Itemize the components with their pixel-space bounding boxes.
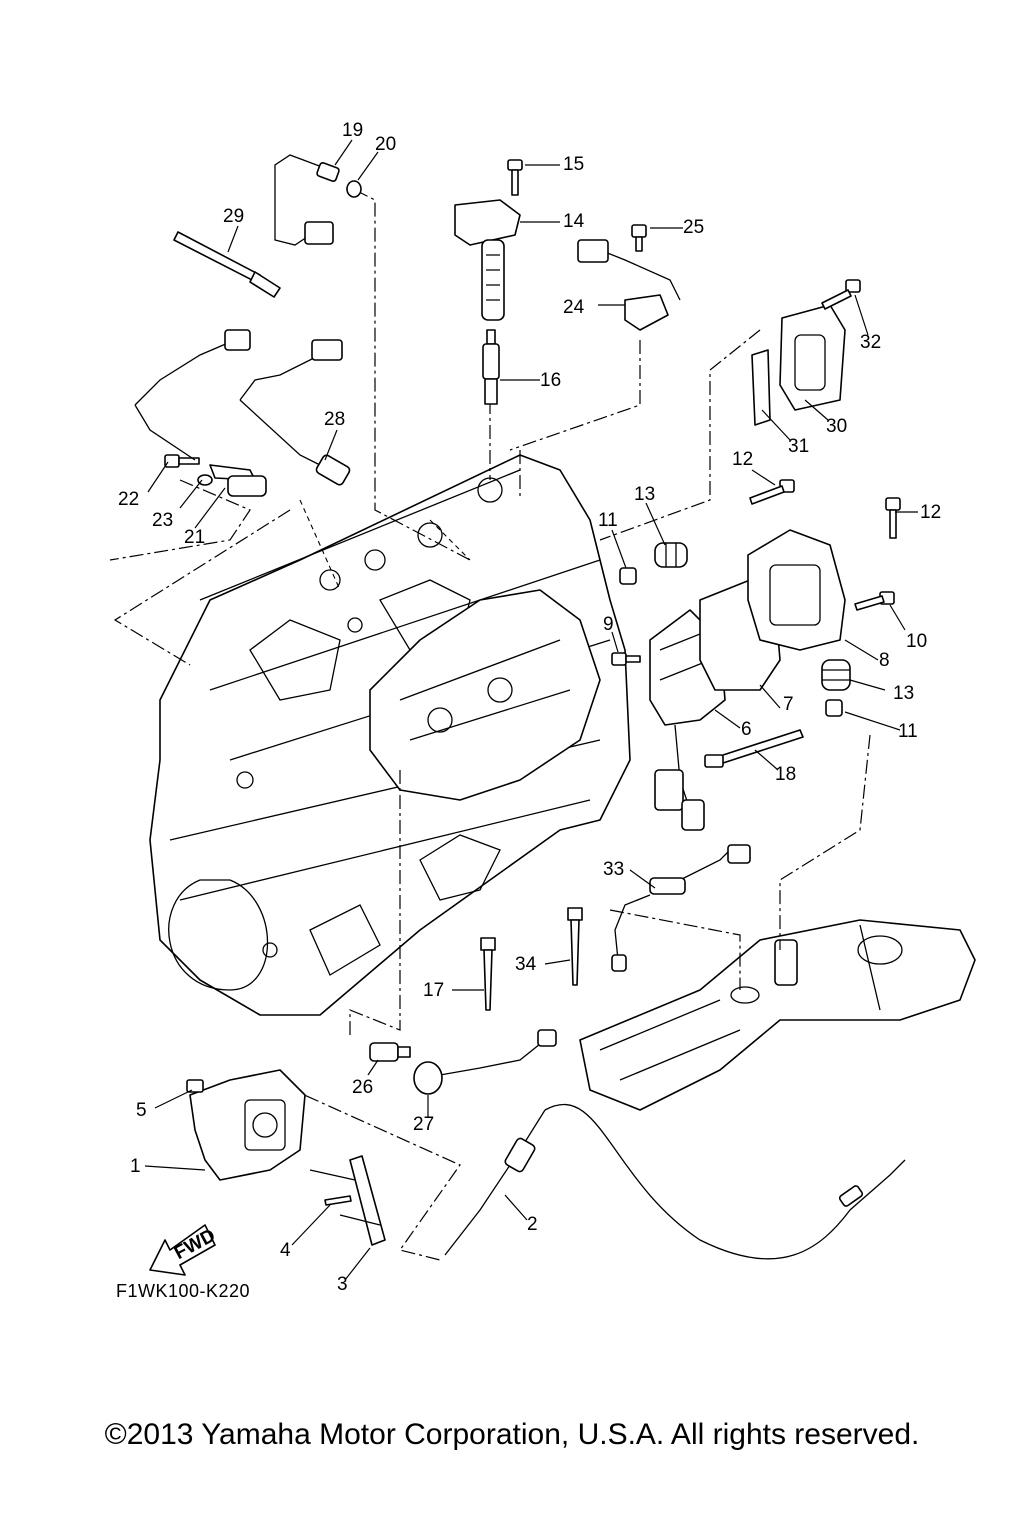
callout-13-upper: 13 [634, 484, 655, 505]
callout-18: 18 [775, 764, 796, 785]
part-34-cable-tie [567, 907, 583, 986]
callout-9: 9 [603, 614, 614, 635]
exhaust-manifold [369, 589, 601, 801]
harness-connector [654, 724, 705, 831]
callout-21: 21 [184, 527, 205, 548]
part-30-cover [779, 304, 846, 411]
callout-23: 23 [152, 510, 173, 531]
part-1-throttle-body [189, 1069, 306, 1181]
part-27-knock-sensor [413, 1029, 557, 1095]
part-21-sensor [209, 464, 267, 497]
part-9-bolt [611, 652, 641, 666]
part-24-sensor [577, 239, 681, 331]
connection-lines [109, 189, 871, 1261]
callout-19: 19 [342, 120, 363, 141]
figure-code: F1WK100-K220 [116, 1281, 251, 1301]
callout-29: 29 [223, 206, 244, 227]
callout-14: 14 [563, 211, 585, 232]
part-29-probe [173, 231, 281, 298]
part-11-collar-upper [619, 567, 637, 585]
part-8-housing [747, 529, 846, 651]
part-18-probe [704, 729, 804, 768]
callout-6: 6 [741, 719, 752, 740]
exhaust-pipe [579, 919, 976, 1111]
callout-24: 24 [563, 297, 585, 318]
part-22-bolt [164, 454, 200, 468]
callout-15: 15 [563, 154, 584, 175]
callout-26: 26 [352, 1077, 373, 1098]
part-11-collar-lower [825, 699, 843, 717]
callout-3: 3 [337, 1274, 348, 1295]
callout-4: 4 [280, 1240, 291, 1261]
part-16-spark-plug [482, 329, 500, 405]
callout-2: 2 [527, 1214, 538, 1235]
part-33-sensor [611, 844, 751, 972]
leader-lines [144, 139, 918, 1281]
part-13-grommet-upper [654, 542, 688, 568]
callout-20: 20 [375, 134, 396, 155]
callout-8: 8 [879, 650, 890, 671]
part-15-bolt [507, 159, 523, 196]
callout-5: 5 [136, 1100, 147, 1121]
part-28-sensor [239, 339, 351, 486]
callout-17: 17 [423, 980, 444, 1001]
callout-28: 28 [324, 409, 345, 430]
part-12-bolt-upper [749, 479, 795, 505]
copyright-notice: ©2013 Yamaha Motor Corporation, U.S.A. A… [104, 1418, 920, 1451]
fwd-arrow: FWD [149, 1224, 219, 1276]
harness-left [134, 329, 251, 461]
part-14-ignition-coil [454, 199, 521, 321]
callout-33: 33 [603, 859, 624, 880]
callout-13-lower: 13 [893, 683, 914, 704]
part-19-sensor [274, 154, 340, 246]
part-31-gasket [751, 349, 771, 426]
part-4-screw [324, 1195, 352, 1206]
callout-31: 31 [788, 436, 809, 457]
callout-12-upper: 12 [732, 449, 753, 470]
callout-11-lower: 11 [898, 721, 918, 742]
fwd-label: FWD [171, 1225, 219, 1264]
part-20-gasket [346, 180, 362, 198]
callout-11-upper: 11 [598, 510, 618, 531]
callout-25: 25 [683, 217, 704, 238]
callout-22: 22 [118, 489, 139, 510]
part-2-cable [444, 1103, 906, 1260]
callout-34: 34 [515, 954, 537, 975]
callout-16: 16 [540, 370, 561, 391]
part-23-washer [197, 474, 213, 486]
part-3-bracket [309, 1155, 386, 1246]
part-26-sensor [369, 1042, 411, 1062]
callout-27: 27 [413, 1114, 434, 1135]
part-17-cable-tie [480, 937, 496, 1011]
part-25-bolt [631, 224, 647, 252]
callout-1: 1 [130, 1156, 141, 1177]
callout-7: 7 [783, 694, 794, 715]
part-32-bolt [821, 279, 861, 310]
callout-12-right: 12 [920, 502, 941, 523]
callout-32: 32 [860, 332, 881, 353]
part-12-bolt-right [885, 497, 901, 539]
part-13-grommet-lower [821, 659, 851, 691]
callouts: 19 20 15 14 25 29 24 32 16 30 28 31 12 2… [118, 120, 941, 1295]
part-10-bolt [854, 591, 895, 611]
part-5-bolt [186, 1079, 204, 1093]
callout-30: 30 [826, 416, 847, 437]
callout-10: 10 [906, 631, 927, 652]
